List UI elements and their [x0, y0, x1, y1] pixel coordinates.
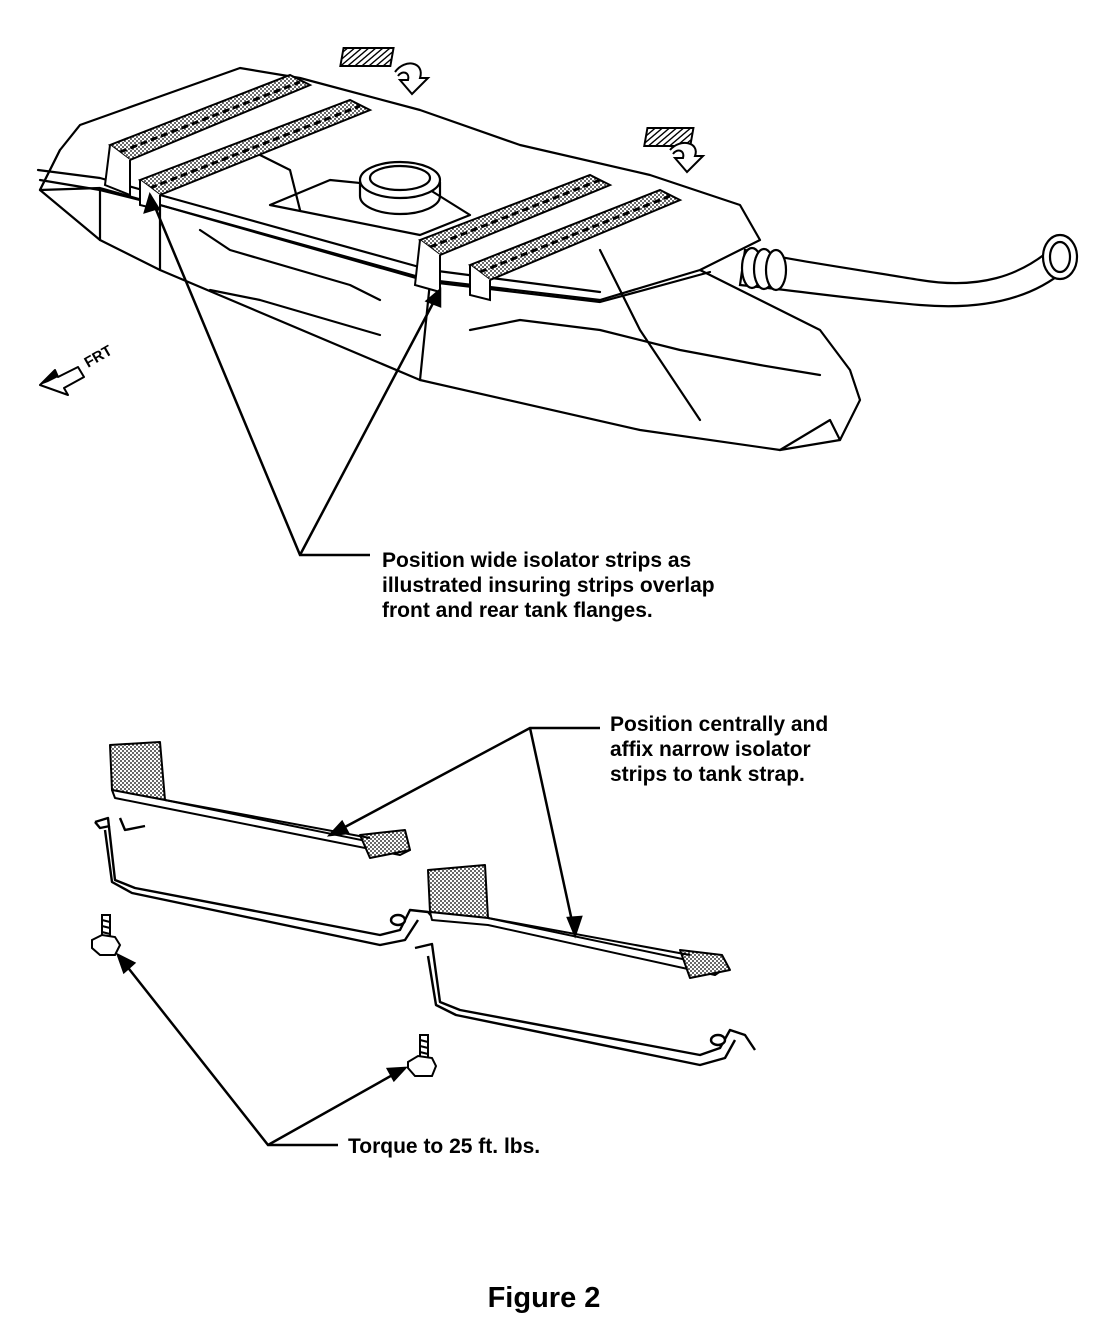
callout-line: illustrated insuring strips overlap [382, 574, 715, 597]
callout-line: Torque to 25 ft. lbs. [348, 1135, 541, 1158]
install-direction-arrow-2 [643, 127, 706, 174]
callout-line: affix narrow isolator [610, 738, 811, 761]
callout-line: Position centrally and [610, 713, 829, 736]
callout-line: Position wide isolator strips as [382, 549, 692, 572]
narrow-strips-leader-lines [326, 726, 600, 939]
wide-isolator-strip-rear [413, 173, 683, 302]
narrow-isolator-callout: Position centrally and affix narrow isol… [610, 712, 828, 787]
fuel-tank [36, 66, 862, 452]
front-direction-arrow-icon: FRT [39, 342, 116, 396]
figure-caption: Figure 2 [487, 1282, 601, 1314]
tank-strap-1 [94, 816, 436, 947]
bolt-1 [91, 914, 122, 956]
wide-isolator-callout: Position wide isolator strips as illustr… [382, 548, 715, 623]
tank-strap-2 [414, 942, 756, 1067]
torque-leader-lines [115, 952, 409, 1147]
bolt-2 [407, 1034, 438, 1077]
callout-line: strips to tank strap. [610, 763, 805, 786]
callout-line: front and rear tank flanges. [382, 599, 653, 622]
wide-strips-leader-lines [143, 191, 442, 557]
narrow-isolator-strip-1 [109, 741, 411, 859]
install-direction-arrow-1 [339, 47, 431, 96]
narrow-isolator-strip-2 [427, 864, 731, 979]
torque-callout: Torque to 25 ft. lbs. [348, 1134, 540, 1159]
wide-isolator-strip-front [103, 73, 373, 212]
front-direction-label: FRT [82, 342, 116, 371]
filler-neck [738, 233, 1079, 308]
